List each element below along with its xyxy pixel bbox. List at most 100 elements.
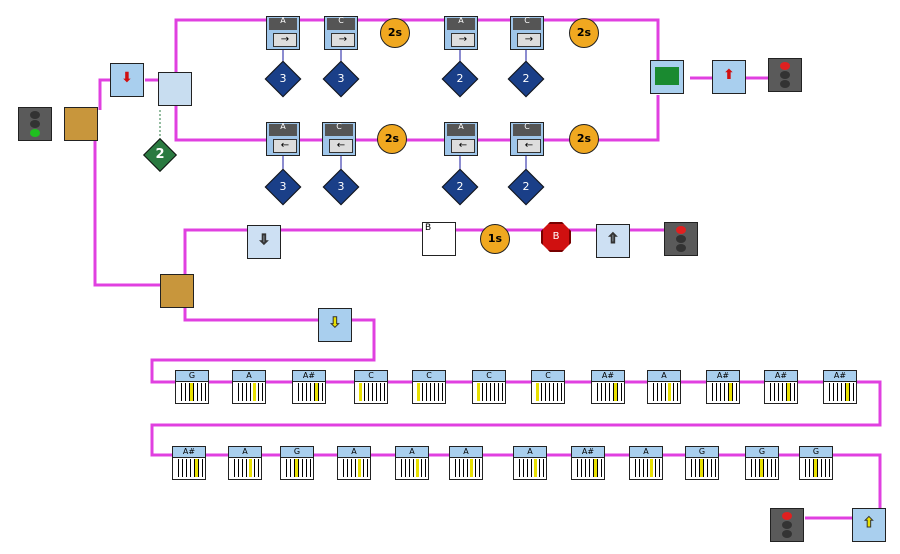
timer-icon[interactable]: 2s [569, 124, 599, 154]
start-light-icon[interactable] [18, 107, 52, 141]
note-block[interactable]: C [531, 370, 565, 404]
note-block[interactable]: G [280, 446, 314, 480]
note-block[interactable]: A# [706, 370, 740, 404]
note-block[interactable]: A [395, 446, 429, 480]
power-value: 2 [522, 180, 530, 193]
note-block[interactable]: A [232, 370, 266, 404]
note-block[interactable]: G [685, 446, 719, 480]
timer-label: 2s [576, 132, 592, 145]
motor-port: A [458, 16, 464, 25]
note-block[interactable]: A [449, 446, 483, 480]
motor-block[interactable]: A← [266, 122, 300, 156]
motor-port: C [524, 16, 530, 25]
arrow-down-icon[interactable]: ⬇ [318, 308, 352, 342]
power-value: 3 [279, 180, 287, 193]
arrow-up-icon[interactable]: ⬆ [712, 60, 746, 94]
note-block[interactable]: A# [571, 446, 605, 480]
note-label: A# [173, 447, 205, 458]
variable-value: 2 [155, 147, 165, 162]
note-block[interactable]: C [412, 370, 446, 404]
timer-label: 2s [576, 26, 592, 39]
note-label: G [686, 447, 718, 458]
motor-block[interactable]: C→ [324, 16, 358, 50]
arrow-up-icon[interactable]: ⇧ [596, 224, 630, 258]
note-block[interactable]: G [175, 370, 209, 404]
arrow-down-icon[interactable]: ⬇ [110, 63, 144, 97]
note-label: A# [293, 371, 325, 382]
note-block[interactable]: A# [764, 370, 798, 404]
motor-block[interactable]: C→ [510, 16, 544, 50]
motor-port: C [524, 122, 530, 131]
note-label: A [338, 447, 370, 458]
motor-block[interactable]: C← [510, 122, 544, 156]
note-label: A# [572, 447, 604, 458]
note-label: A [450, 447, 482, 458]
note-label: A [396, 447, 428, 458]
note-label: C [355, 371, 387, 382]
motor-port: C [336, 122, 342, 131]
stop-icon[interactable]: B [541, 222, 571, 252]
note-block[interactable]: G [799, 446, 833, 480]
power-value: 2 [522, 72, 530, 85]
arrow-up-icon[interactable]: ⬆ [852, 508, 886, 542]
note-label: G [800, 447, 832, 458]
note-label: G [746, 447, 778, 458]
power-value: 3 [337, 180, 345, 193]
note-label: C [532, 371, 564, 382]
note-label: A# [824, 371, 856, 382]
sensor-switch-icon[interactable] [158, 72, 192, 106]
note-label: A# [592, 371, 624, 382]
note-block[interactable]: A# [591, 370, 625, 404]
note-block[interactable]: A# [172, 446, 206, 480]
note-label: A# [707, 371, 739, 382]
motor-port: A [458, 122, 464, 131]
note-block[interactable]: A# [292, 370, 326, 404]
stop-light-icon[interactable] [768, 58, 802, 92]
timer-icon[interactable]: 2s [380, 18, 410, 48]
sensor-port: B [425, 223, 432, 233]
power-value: 3 [337, 72, 345, 85]
timer-label: 2s [384, 132, 400, 145]
motor-port: A [280, 122, 286, 131]
note-label: G [281, 447, 313, 458]
note-block[interactable]: A [513, 446, 547, 480]
note-block[interactable]: A [647, 370, 681, 404]
note-block[interactable]: C [354, 370, 388, 404]
power-value: 2 [456, 72, 464, 85]
merge-icon[interactable] [650, 60, 684, 94]
note-block[interactable]: A [228, 446, 262, 480]
timer-icon[interactable]: 1s [480, 224, 510, 254]
motor-block[interactable]: C← [322, 122, 356, 156]
fork-icon[interactable] [64, 107, 98, 141]
note-label: A [514, 447, 546, 458]
timer-icon[interactable]: 2s [377, 124, 407, 154]
power-value: 2 [456, 180, 464, 193]
touch-sensor-icon[interactable]: B [422, 222, 456, 256]
timer-label: 1s [487, 232, 503, 245]
note-block[interactable]: A [629, 446, 663, 480]
motor-block[interactable]: A→ [444, 16, 478, 50]
note-label: A [630, 447, 662, 458]
note-label: A# [765, 371, 797, 382]
note-label: G [176, 371, 208, 382]
note-label: C [473, 371, 505, 382]
motor-port: A [280, 16, 286, 25]
note-block[interactable]: G [745, 446, 779, 480]
motor-block[interactable]: A→ [266, 16, 300, 50]
arrow-down-icon[interactable]: ⇩ [247, 225, 281, 259]
motor-port: C [338, 16, 344, 25]
note-block[interactable]: C [472, 370, 506, 404]
fork-icon[interactable] [160, 274, 194, 308]
note-label: A [648, 371, 680, 382]
stop-light-icon[interactable] [770, 508, 804, 542]
note-label: A [233, 371, 265, 382]
note-label: A [229, 447, 261, 458]
note-label: C [413, 371, 445, 382]
stop-light-icon[interactable] [664, 222, 698, 256]
note-block[interactable]: A [337, 446, 371, 480]
timer-icon[interactable]: 2s [569, 18, 599, 48]
motor-block[interactable]: A← [444, 122, 478, 156]
note-block[interactable]: A# [823, 370, 857, 404]
stop-label: B [552, 231, 560, 242]
timer-label: 2s [387, 26, 403, 39]
